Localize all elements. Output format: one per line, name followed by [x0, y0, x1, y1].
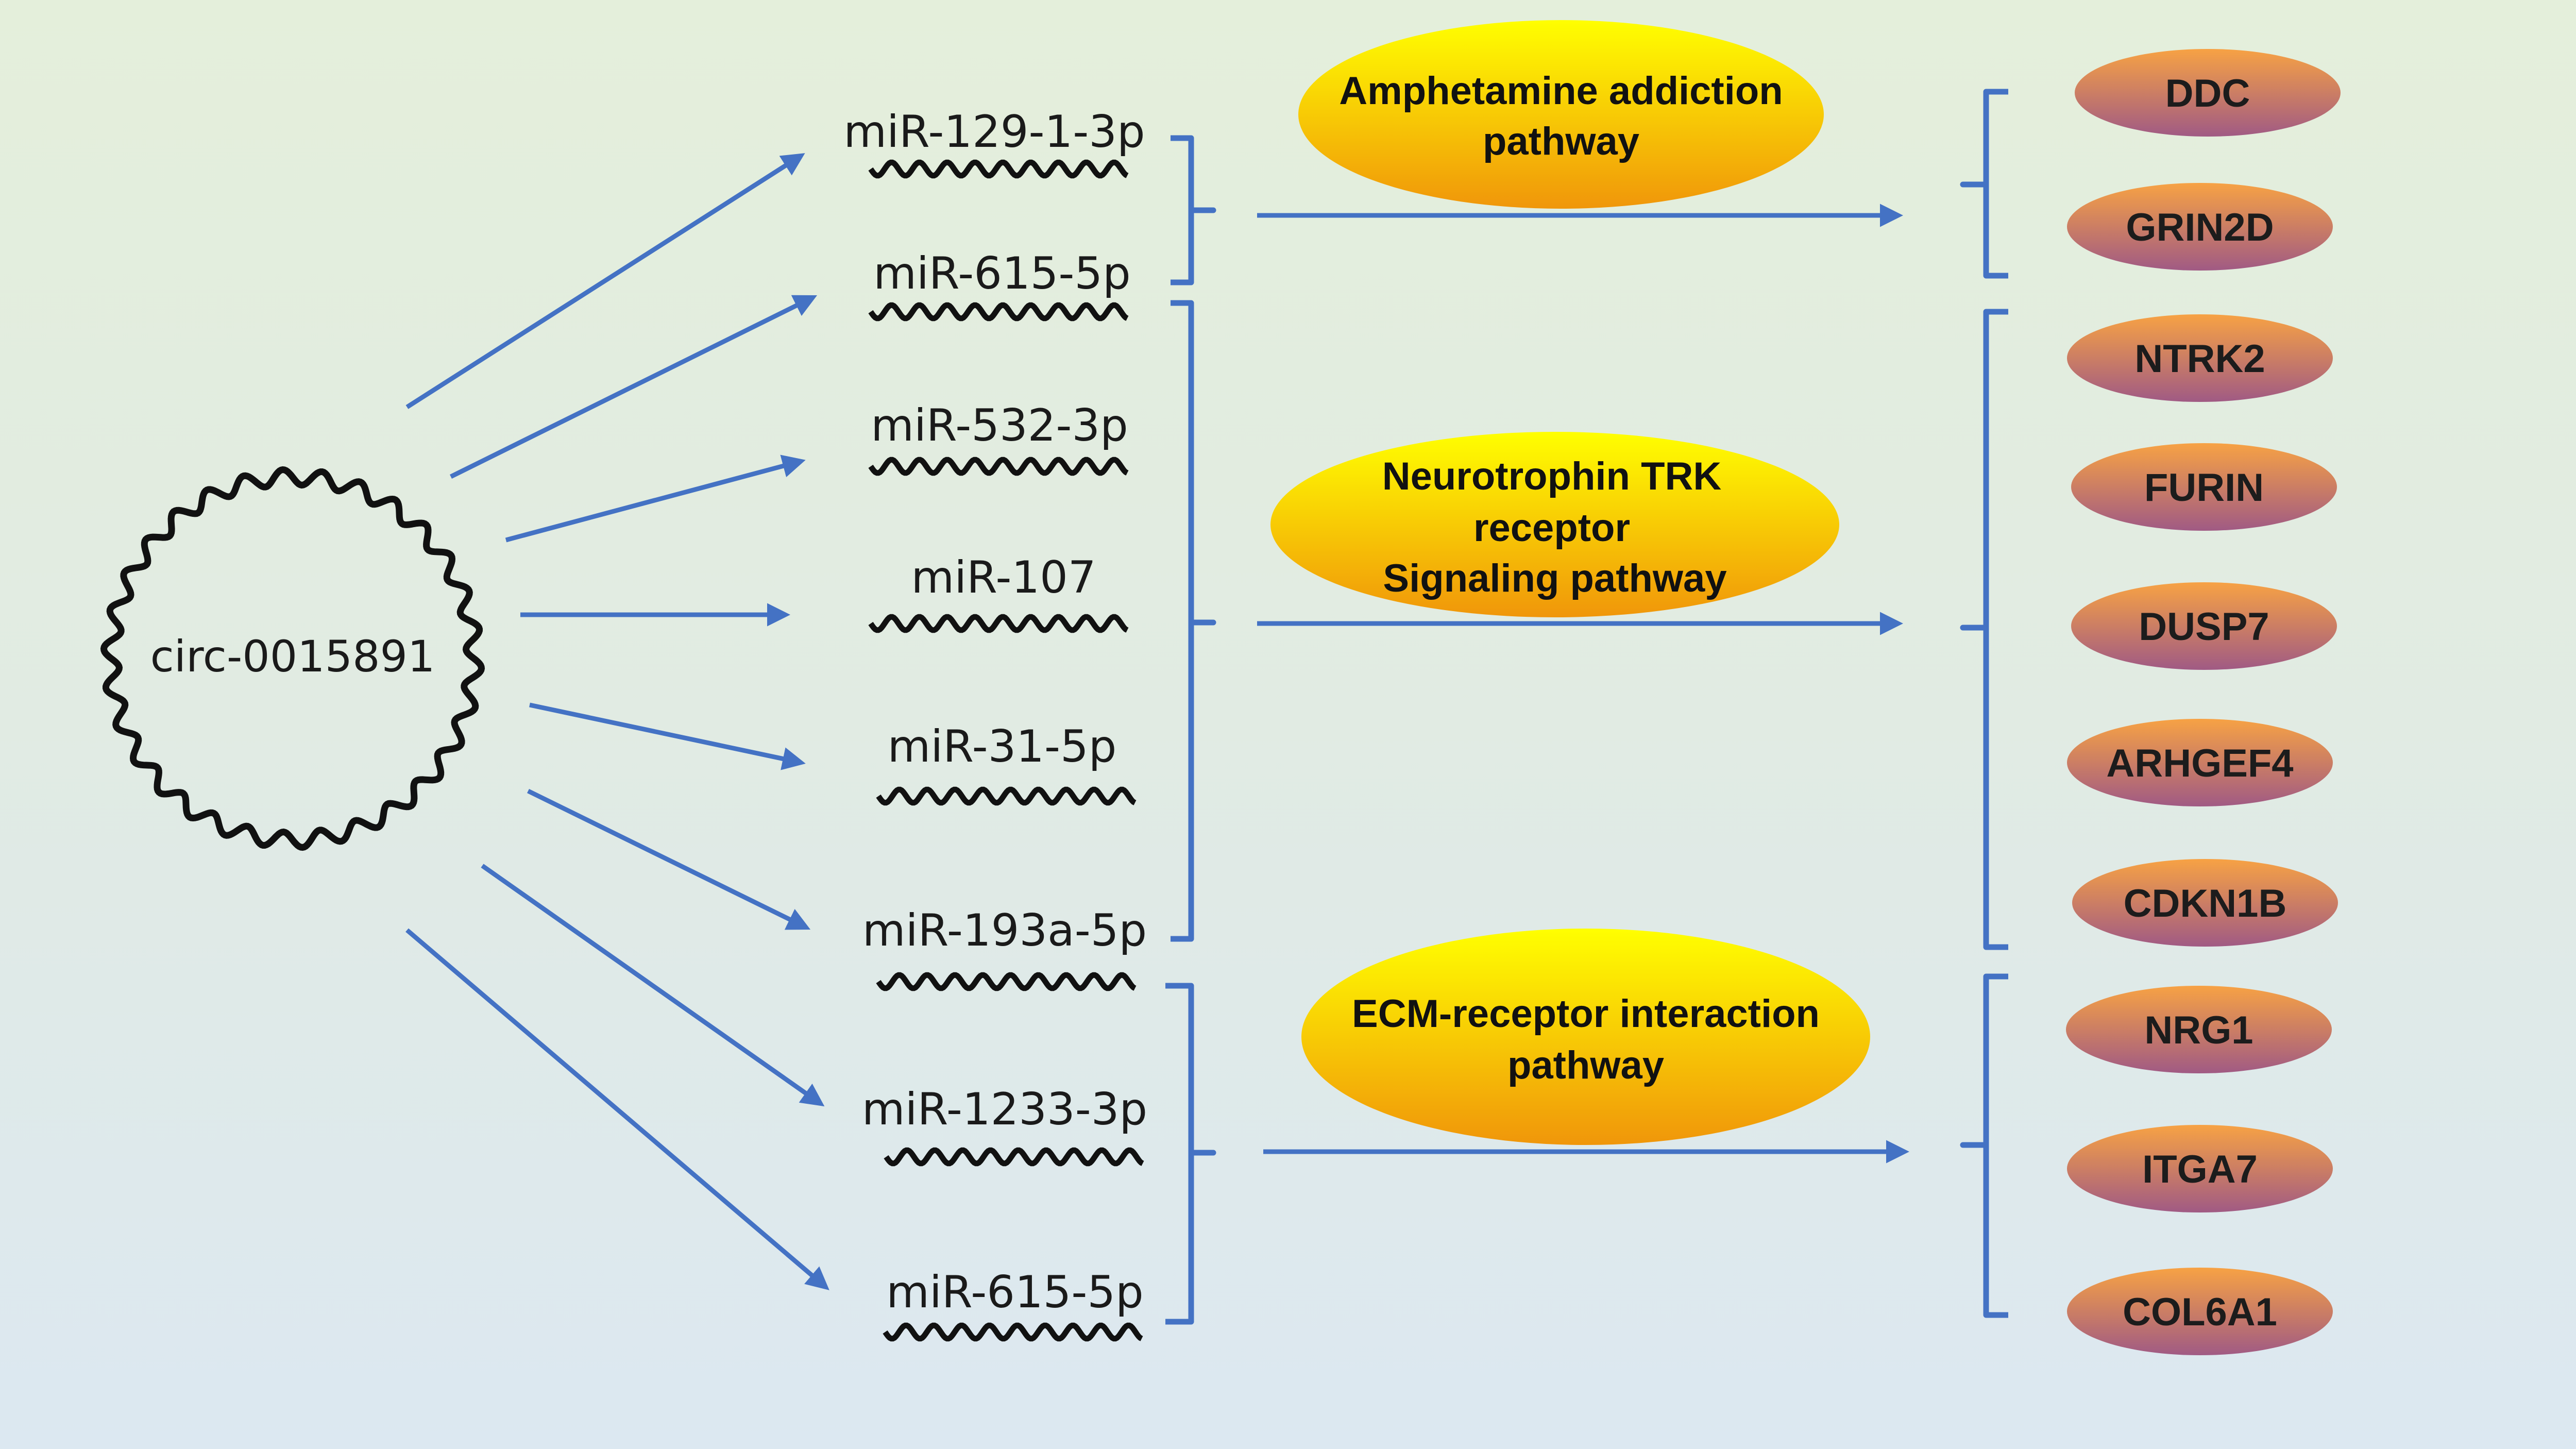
mirna-wave-icon [884, 1147, 1144, 1167]
arrow-circ-to-mir-8 [405, 928, 829, 1290]
pathway-label: Signaling pathway [1383, 557, 1726, 600]
pathway-label: pathway [1483, 120, 1639, 163]
circrna-label: circ-0015891 [150, 631, 435, 682]
arrow-circ-to-mir-5 [529, 702, 806, 770]
arrow-circ-to-mir-6 [527, 788, 811, 930]
gene-ellipse [2067, 719, 2333, 806]
gene-label: CDKN1B [2124, 882, 2287, 925]
arrow-circ-to-mir-1 [405, 153, 805, 409]
arrow-circ-to-mir-7 [481, 864, 825, 1107]
gene-label: GRIN2D [2126, 206, 2274, 249]
mirna-label: miR-31-5p [888, 721, 1117, 772]
mirna-label: miR-532-3p [871, 400, 1128, 451]
gene-ellipse [2075, 49, 2341, 137]
pathway-label: pathway [1507, 1043, 1664, 1087]
mirna-label: miR-129-1-3p [843, 106, 1145, 158]
gene-label: DDC [2165, 72, 2250, 115]
gene-label: NRG1 [2144, 1008, 2253, 1052]
mirna-wave-icon [876, 972, 1137, 991]
gene-label: ITGA7 [2142, 1148, 2258, 1191]
gene-ellipse [2067, 1268, 2333, 1355]
gene-ellipse [2067, 314, 2333, 402]
gene-ellipse [2071, 443, 2337, 531]
gene-ellipse [2071, 582, 2337, 670]
pathway-label: Neurotrophin TRK [1382, 454, 1722, 498]
mirna-wave-icon [883, 1322, 1143, 1342]
gene-label: NTRK2 [2134, 337, 2265, 381]
mirna-label: miR-615-5p [886, 1267, 1143, 1318]
circrna-ring-icon [100, 466, 485, 851]
gene-ellipse [2072, 859, 2338, 947]
mirna-wave-icon [868, 614, 1129, 633]
gene-bracket-ecm [1960, 973, 2008, 1318]
mirna-wave-icon [868, 457, 1129, 476]
gene-bracket-neurotrophin [1960, 309, 2008, 950]
gene-ellipse [2067, 1125, 2333, 1212]
gene-label: FURIN [2144, 466, 2264, 510]
gene-ellipse [2067, 183, 2333, 271]
mirna-label: miR-615-5p [873, 248, 1130, 299]
pathway-ellipse-amphetamine [1298, 20, 1824, 209]
pathway-label: ECM-receptor interaction [1352, 992, 1820, 1036]
mirna-wave-icon [876, 786, 1137, 806]
pathway-label: receptor [1473, 506, 1630, 550]
mirna-label: miR-193a-5p [862, 905, 1147, 956]
arrow-circ-to-mir-2 [450, 295, 818, 479]
mirna-wave-icon [868, 159, 1129, 179]
mirna-label: miR-107 [911, 552, 1096, 603]
gene-bracket-amphetamine [1960, 89, 2008, 279]
pathway-ellipse-ecm [1301, 929, 1870, 1145]
arrow-circ-to-mir-3 [505, 454, 806, 543]
mirna-wave-icon [868, 302, 1129, 322]
gene-ellipse [2066, 986, 2332, 1073]
pathway-label: Amphetamine addiction [1339, 69, 1783, 113]
mirna-label: miR-1233-3p [862, 1084, 1147, 1135]
gene-label: DUSP7 [2139, 605, 2269, 649]
gene-label: COL6A1 [2123, 1290, 2277, 1334]
mirna-bracket-ecm [1165, 983, 1216, 1325]
mirna-bracket-neurotrophin [1171, 300, 1216, 942]
mirna-bracket-amphetamine [1171, 135, 1216, 285]
gene-label: ARHGEF4 [2106, 742, 2293, 785]
pathway-ellipse-neurotrophin [1270, 432, 1839, 617]
